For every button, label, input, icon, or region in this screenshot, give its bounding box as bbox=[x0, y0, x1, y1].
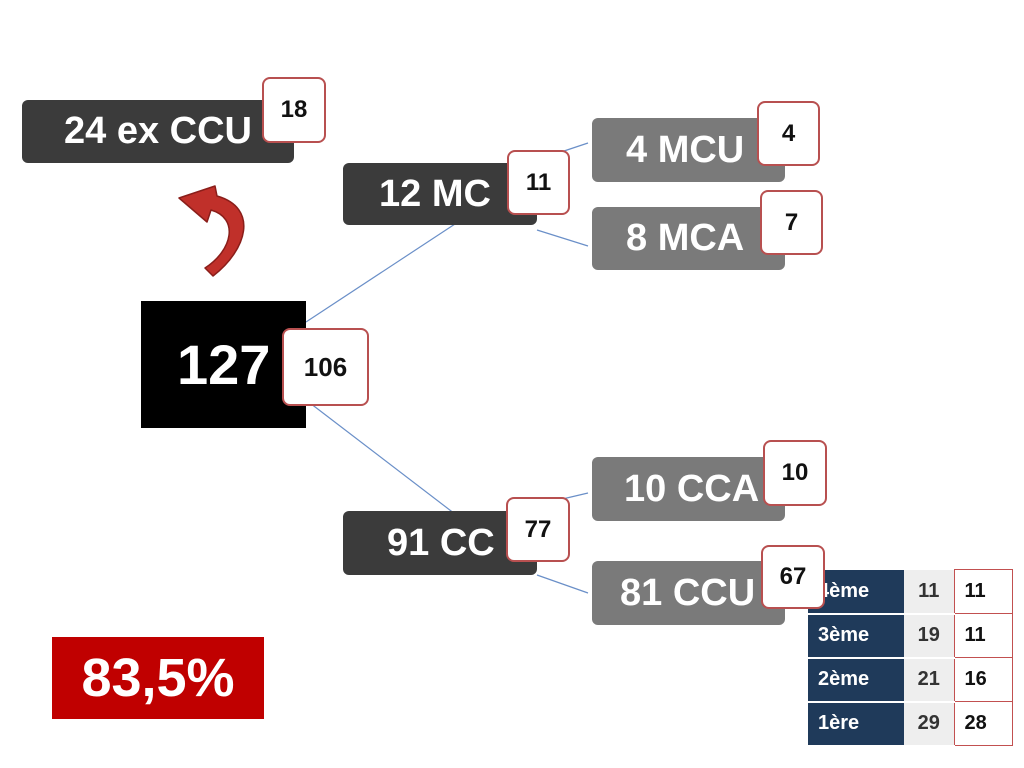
connector-mc-mca bbox=[536, 229, 589, 247]
node-cc-label: 91 CC bbox=[387, 521, 495, 564]
year-label: 2ème bbox=[808, 657, 904, 703]
node-ccu: 81 CCU bbox=[592, 561, 785, 625]
node-root-label: 127 bbox=[177, 333, 271, 396]
badge-ex-ccu-value: 18 bbox=[280, 96, 308, 123]
node-mc: 12 MC bbox=[343, 163, 537, 225]
connector-root-cc bbox=[305, 399, 456, 515]
connector-root-mc bbox=[305, 223, 456, 323]
badge-mc: 11 bbox=[507, 150, 570, 215]
badge-root-value: 106 bbox=[303, 351, 348, 382]
year-label: 3ème bbox=[808, 613, 904, 659]
year-value-a: 11 bbox=[904, 569, 954, 615]
year-label: 1ère bbox=[808, 701, 904, 747]
table-row: 3ème 19 11 bbox=[808, 613, 1013, 659]
node-ex-ccu-label: 24 ex CCU bbox=[64, 110, 252, 152]
year-value-b: 28 bbox=[953, 701, 1013, 746]
node-mcu-label: 4 MCU bbox=[626, 128, 745, 171]
node-cc: 91 CC bbox=[343, 511, 537, 575]
node-cca-label: 10 CCA bbox=[624, 467, 760, 510]
node-mcu: 4 MCU bbox=[592, 118, 785, 182]
node-cca: 10 CCA bbox=[592, 457, 785, 521]
node-ex-ccu: 24 ex CCU bbox=[22, 100, 294, 163]
years-table: 4ème 11 11 3ème 19 11 2ème 21 16 1ère 29… bbox=[808, 569, 1013, 747]
curved-arrow-icon bbox=[178, 185, 245, 277]
badge-mc-value: 11 bbox=[525, 168, 552, 196]
node-ccu-label: 81 CCU bbox=[620, 571, 756, 614]
badge-root: 106 bbox=[282, 328, 369, 406]
badge-mcu: 4 bbox=[757, 101, 820, 166]
table-row: 4ème 11 11 bbox=[808, 569, 1013, 615]
percentage-box: 83,5% bbox=[52, 637, 264, 719]
year-value-b: 16 bbox=[953, 657, 1013, 702]
connector-cc-ccu bbox=[536, 574, 589, 594]
table-row: 2ème 21 16 bbox=[808, 657, 1013, 703]
badge-cca: 10 bbox=[763, 440, 827, 506]
year-value-a: 21 bbox=[904, 657, 954, 703]
badge-mca-value: 7 bbox=[784, 208, 799, 236]
badge-ccu-value: 67 bbox=[779, 563, 807, 590]
badge-mca: 7 bbox=[760, 190, 823, 255]
node-mca: 8 MCA bbox=[592, 207, 785, 270]
badge-ccu: 67 bbox=[761, 545, 825, 609]
year-value-a: 29 bbox=[904, 701, 954, 747]
badge-cca-value: 10 bbox=[781, 459, 809, 486]
percentage-value: 83,5% bbox=[81, 648, 235, 708]
table-row: 1ère 29 28 bbox=[808, 701, 1013, 747]
node-mca-label: 8 MCA bbox=[626, 217, 745, 259]
node-mc-label: 12 MC bbox=[379, 172, 491, 215]
badge-mcu-value: 4 bbox=[781, 119, 796, 147]
node-root: 127 bbox=[141, 301, 306, 428]
badge-ex-ccu: 18 bbox=[262, 77, 326, 143]
badge-cc-value: 77 bbox=[524, 515, 552, 543]
badge-cc: 77 bbox=[506, 497, 570, 562]
year-value-a: 19 bbox=[904, 613, 954, 659]
year-value-b: 11 bbox=[953, 613, 1013, 658]
year-value-b: 11 bbox=[953, 569, 1013, 614]
